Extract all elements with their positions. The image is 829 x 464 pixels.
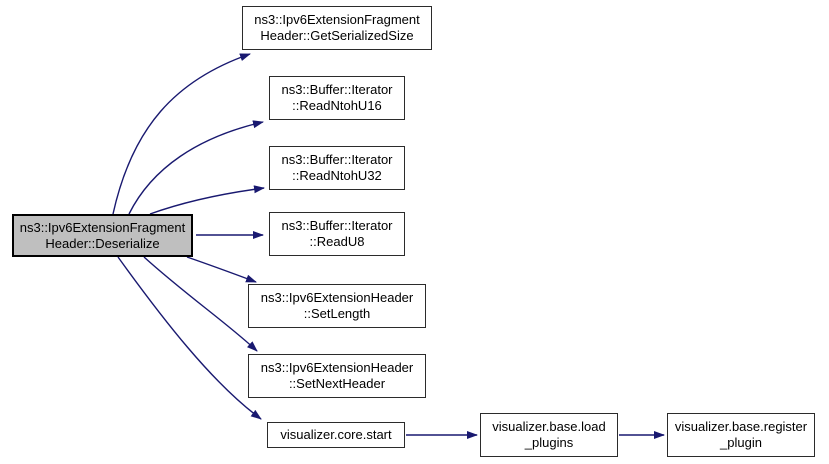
- node-setlength[interactable]: ns3::Ipv6ExtensionHeader ::SetLength: [248, 284, 426, 328]
- node-corestart-label: visualizer.core.start: [280, 427, 392, 442]
- node-deserialize-label: ns3::Ipv6ExtensionFragment Header::Deser…: [19, 219, 186, 251]
- edge-deserialize-to-setlength: [186, 256, 257, 283]
- edge-deserialize-to-corestart: [117, 256, 262, 420]
- node-setnextheader[interactable]: ns3::Ipv6ExtensionHeader ::SetNextHeader: [248, 354, 426, 398]
- node-loadplugins[interactable]: visualizer.base.load _plugins: [480, 413, 618, 457]
- node-getserializedsize[interactable]: ns3::Ipv6ExtensionFragment Header::GetSe…: [242, 6, 432, 50]
- edge-deserialize-to-readntohu32: [149, 185, 265, 215]
- edge-deserialize-to-readntohu16: [128, 120, 264, 215]
- node-deserialize: ns3::Ipv6ExtensionFragment Header::Deser…: [12, 214, 193, 257]
- node-corestart[interactable]: visualizer.core.start: [267, 422, 405, 448]
- edge-deserialize-to-setnextheader: [143, 256, 258, 352]
- node-readntohu16-label: ns3::Buffer::Iterator ::ReadNtohU16: [281, 82, 393, 113]
- node-registerplugin-label: visualizer.base.register _plugin: [674, 419, 808, 450]
- node-setlength-label: ns3::Ipv6ExtensionHeader ::SetLength: [260, 290, 414, 321]
- node-readu8-label: ns3::Buffer::Iterator ::ReadU8: [281, 218, 393, 249]
- node-readntohu16[interactable]: ns3::Buffer::Iterator ::ReadNtohU16: [269, 76, 405, 120]
- node-getserializedsize-label: ns3::Ipv6ExtensionFragment Header::GetSe…: [254, 12, 420, 43]
- node-registerplugin[interactable]: visualizer.base.register _plugin: [667, 413, 815, 457]
- node-readntohu32-label: ns3::Buffer::Iterator ::ReadNtohU32: [281, 152, 393, 183]
- node-readntohu32[interactable]: ns3::Buffer::Iterator ::ReadNtohU32: [269, 146, 405, 190]
- node-loadplugins-label: visualizer.base.load _plugins: [492, 419, 606, 450]
- node-readu8[interactable]: ns3::Buffer::Iterator ::ReadU8: [269, 212, 405, 256]
- edge-deserialize-to-getserializedsize: [112, 53, 251, 215]
- node-setnextheader-label: ns3::Ipv6ExtensionHeader ::SetNextHeader: [260, 360, 414, 391]
